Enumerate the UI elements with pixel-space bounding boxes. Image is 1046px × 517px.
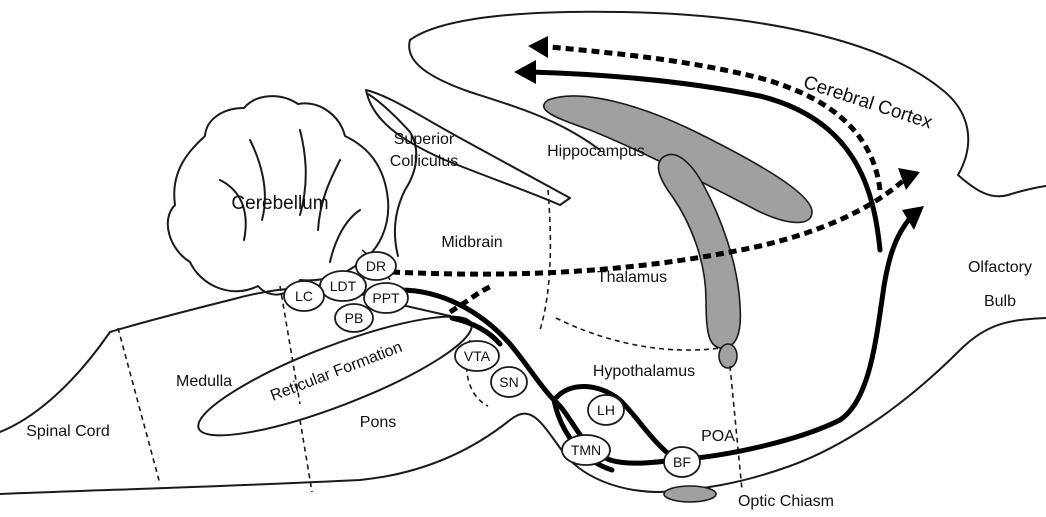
thalamus-label: Thalamus [597, 269, 667, 286]
brainstem-base-outline [0, 318, 1046, 494]
poa-label: POA [701, 428, 735, 445]
hippocampus-label: Hippocampus [547, 143, 645, 160]
region-boundaries [118, 190, 742, 492]
nucleus-bf-label: BF [673, 454, 691, 470]
cerebellum-label: Cerebellum [231, 193, 328, 214]
cortex-solid-arrowhead [514, 60, 536, 84]
dorsal-pathway-to-cortex [392, 180, 904, 274]
nucleus-pb-label: PB [345, 310, 364, 326]
nucleus-dr-label: DR [366, 258, 386, 274]
nucleus-lc-label: LC [295, 288, 313, 304]
spinal-cord-label: Spinal Cord [26, 423, 110, 440]
optic-chiasm-label: Optic Chiasm [738, 493, 834, 510]
hypothalamus-label: Hypothalamus [593, 363, 695, 380]
dorsal-pathway-arrowhead [898, 168, 920, 190]
nucleus-lc: LC [284, 281, 324, 311]
nucleus-sn: SN [491, 367, 527, 397]
superior-colliculus-label-line2: Colliculus [390, 153, 458, 170]
pons-label: Pons [360, 414, 396, 431]
nucleus-bf: BF [664, 447, 700, 477]
superior-colliculus-label-line1: Superior [394, 131, 455, 148]
nucleus-lh-label: LH [597, 402, 615, 418]
nucleus-tmn: TMN [562, 435, 610, 465]
ventral-pathway [400, 216, 912, 463]
nucleus-ldt: LDT [320, 271, 366, 301]
reticular-formation-label: Reticular Formation [268, 339, 404, 405]
vta-link [452, 318, 500, 344]
superior-colliculus-outline [368, 94, 416, 256]
mammillary-body [719, 344, 737, 368]
nucleus-ppt-label: PPT [372, 290, 400, 306]
nucleus-pb: PB [335, 304, 373, 332]
olfactory-bulb-label-line1: Olfactory [968, 259, 1032, 276]
nucleus-vta-label: VTA [464, 348, 491, 364]
optic-chiasm-shape [664, 486, 716, 502]
nucleus-ppt: PPT [364, 283, 408, 313]
nucleus-ldt-label: LDT [330, 278, 357, 294]
cortex-dotted-arrowhead [528, 36, 548, 58]
medulla-label: Medulla [176, 373, 232, 390]
nucleus-lh: LH [588, 395, 624, 425]
olfactory-bulb-label-line2: Bulb [984, 293, 1016, 310]
midbrain-label: Midbrain [441, 234, 502, 251]
nucleus-dr: DR [356, 252, 396, 280]
nucleus-vta: VTA [455, 341, 499, 371]
nucleus-sn-label: SN [499, 374, 518, 390]
nucleus-tmn-label: TMN [571, 442, 601, 458]
